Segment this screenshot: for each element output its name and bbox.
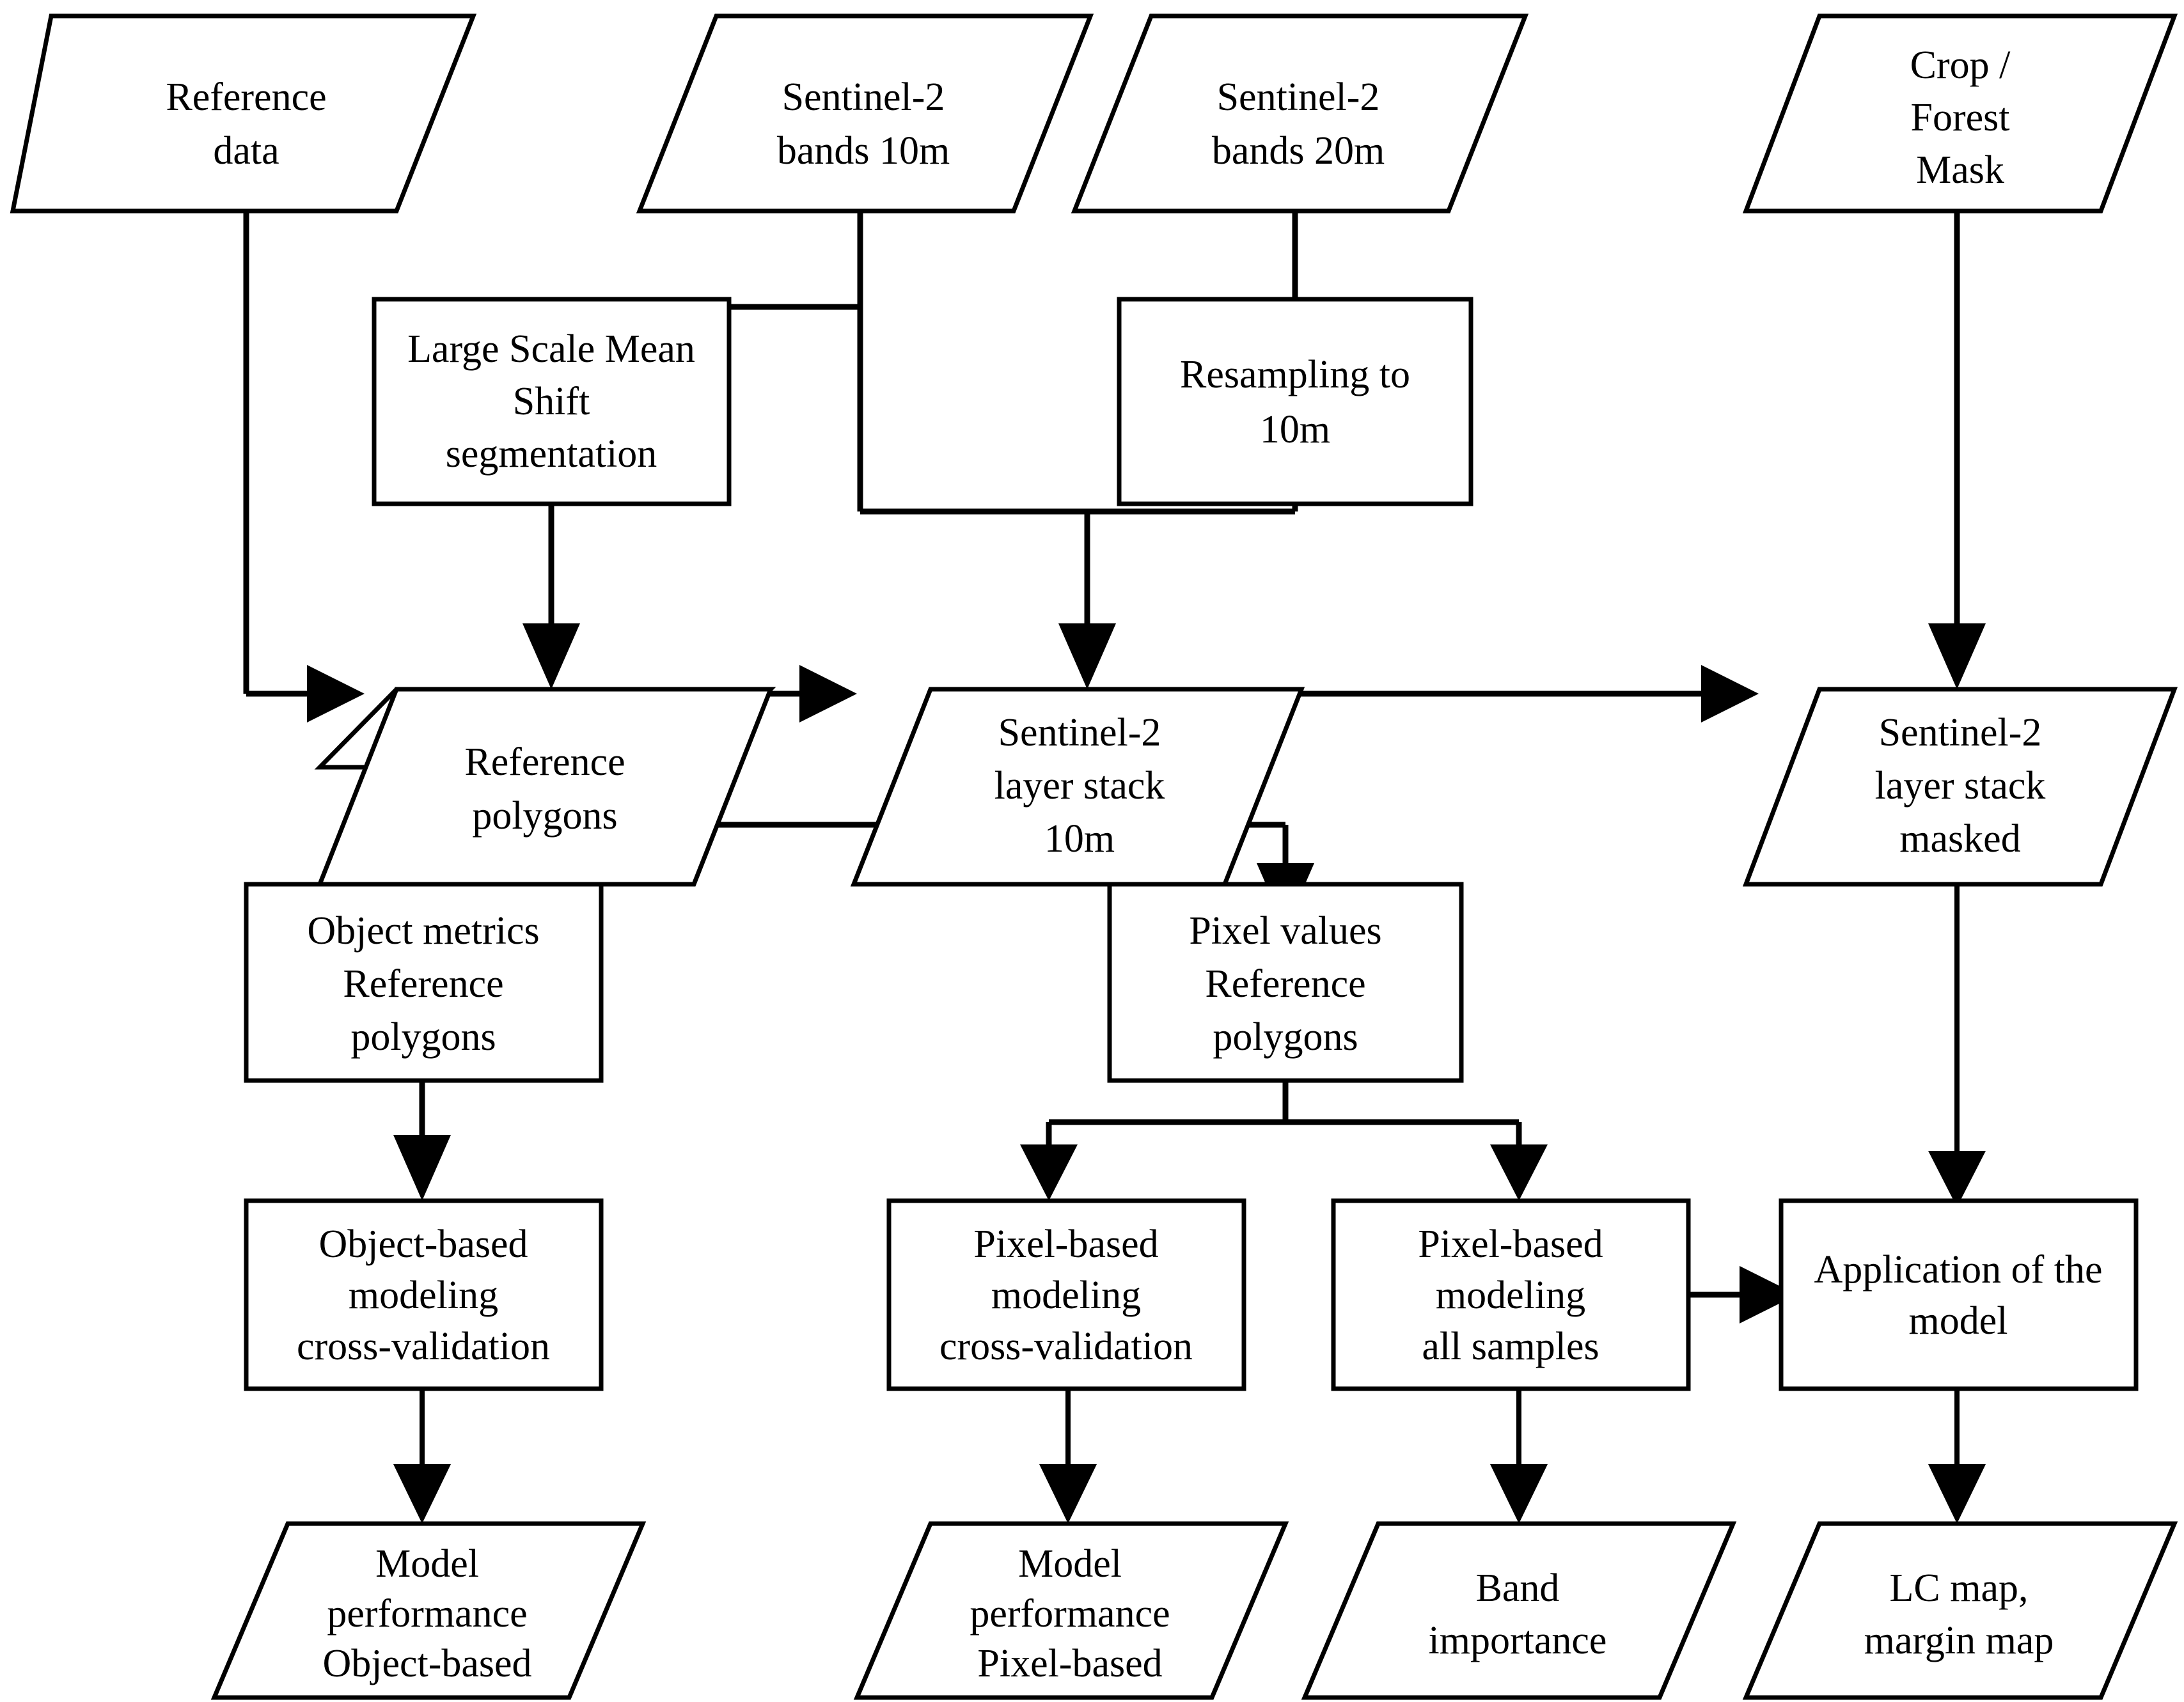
- node-reference-data[interactable]: Reference data: [10, 13, 477, 214]
- node-label: Resampling to: [1180, 353, 1410, 396]
- edge-s2-10m-to-layer-stack: [857, 307, 1087, 515]
- node-label: all samples: [1422, 1325, 1599, 1368]
- edge-pixel-values-split-bus: [1020, 1081, 1548, 1201]
- node-pixel-based-modeling-all[interactable]: Pixel-based modeling all samples: [1331, 1198, 1691, 1391]
- node-object-metrics[interactable]: Object metrics Reference polygons: [244, 882, 604, 1083]
- node-label: Sentinel-2: [1217, 75, 1380, 119]
- node-label: cross-validation: [939, 1325, 1193, 1368]
- node-label: Pixel-based: [973, 1222, 1158, 1266]
- node-label: Sentinel-2: [782, 75, 945, 119]
- node-model-perf-pixel[interactable]: Model performance Pixel-based: [853, 1521, 1289, 1700]
- node-resampling-10m[interactable]: Resampling to 10m: [1117, 297, 1473, 506]
- node-object-based-modeling[interactable]: Object-based modeling cross-validation: [244, 1198, 604, 1391]
- node-label: Object-based: [322, 1642, 531, 1685]
- node-label: Sentinel-2: [998, 711, 1161, 754]
- node-label: Reference: [343, 962, 503, 1006]
- node-s2-bands-10m[interactable]: Sentinel-2 bands 10m: [636, 13, 1094, 214]
- edge-object-metrics-to-modeling: [393, 1081, 451, 1201]
- edge-bus-to-layer-stack-10m: [1058, 511, 1116, 689]
- edge-reference-data-to-reference-polygons: [243, 211, 365, 722]
- node-label: importance: [1429, 1619, 1607, 1662]
- node-label: bands 10m: [777, 129, 950, 173]
- edge-lsms-to-reference-polygons: [522, 504, 580, 689]
- node-label: polygons: [472, 794, 617, 838]
- node-crop-forest-mask[interactable]: Crop / Forest Mask: [1742, 13, 2178, 214]
- node-label: Object metrics: [307, 909, 539, 953]
- edge-object-modeling-to-perf: [393, 1389, 451, 1524]
- node-label: modeling: [1436, 1274, 1585, 1317]
- node-label: Mask: [1916, 148, 2004, 192]
- node-label: polygons: [1213, 1015, 1358, 1059]
- node-label: Sentinel-2: [1879, 711, 2042, 754]
- node-label: Reference: [1205, 962, 1365, 1006]
- node-label: margin map: [1864, 1619, 2054, 1662]
- node-label: Large Scale Mean: [407, 327, 695, 371]
- node-label: data: [213, 129, 279, 173]
- node-label: cross-validation: [297, 1325, 550, 1368]
- node-label: Band: [1476, 1566, 1560, 1610]
- node-lsms-segmentation[interactable]: Large Scale Mean Shift segmentation: [372, 297, 732, 506]
- node-label: 10m: [1044, 817, 1115, 861]
- node-label: polygons: [350, 1015, 496, 1059]
- node-label: Pixel-based: [1418, 1222, 1603, 1266]
- node-label: Object-based: [318, 1222, 528, 1266]
- node-label: 10m: [1260, 408, 1330, 451]
- edge-application-to-lc-map: [1928, 1389, 1986, 1524]
- node-pixel-based-modeling-cv[interactable]: Pixel-based modeling cross-validation: [886, 1198, 1246, 1391]
- node-label: layer stack: [1875, 764, 2046, 808]
- node-label: performance: [970, 1592, 1170, 1636]
- node-label: Reference: [464, 740, 625, 784]
- node-label: Pixel-based: [977, 1642, 1162, 1685]
- node-label: Reference: [166, 75, 326, 119]
- node-label: Crop /: [1910, 43, 2011, 87]
- node-band-importance[interactable]: Band importance: [1301, 1521, 1737, 1700]
- node-label: segmentation: [446, 432, 657, 476]
- node-label: LC map,: [1890, 1566, 2029, 1610]
- node-label: Application of the: [1814, 1248, 2102, 1292]
- node-model-perf-object[interactable]: Model performance Object-based: [210, 1521, 647, 1700]
- node-label: masked: [1899, 817, 2020, 861]
- node-label: Model: [375, 1542, 479, 1586]
- node-application-of-model[interactable]: Application of the model: [1779, 1198, 2139, 1391]
- node-label: layer stack: [994, 764, 1165, 808]
- node-s2-layer-stack-10m[interactable]: Sentinel-2 layer stack 10m: [850, 687, 1305, 887]
- node-label: performance: [327, 1592, 527, 1636]
- node-pixel-values[interactable]: Pixel values Reference polygons: [1107, 882, 1464, 1083]
- edge-pixel-cv-to-perf: [1039, 1389, 1097, 1524]
- node-label: Shift: [513, 380, 590, 423]
- node-label: Model: [1018, 1542, 1122, 1586]
- edges-layer: [243, 211, 1986, 1524]
- edge-mask-to-layer-stack-masked: [1928, 211, 1986, 689]
- node-s2-bands-20m[interactable]: Sentinel-2 bands 20m: [1071, 13, 1529, 214]
- node-label: modeling: [349, 1274, 498, 1317]
- node-label: model: [1909, 1299, 2008, 1343]
- node-lc-map-margin-map[interactable]: LC map, margin map: [1742, 1521, 2178, 1700]
- edge-pixel-all-to-application: [1688, 1266, 1797, 1323]
- node-reference-polygons[interactable]: Reference polygons: [314, 687, 776, 887]
- node-label: Pixel values: [1189, 909, 1381, 953]
- node-label: bands 20m: [1212, 129, 1385, 173]
- node-label: modeling: [991, 1274, 1141, 1317]
- edge-pixel-all-to-band-importance: [1490, 1389, 1548, 1524]
- node-s2-layer-stack-masked[interactable]: Sentinel-2 layer stack masked: [1742, 687, 2178, 887]
- node-label: Forest: [1911, 96, 2010, 139]
